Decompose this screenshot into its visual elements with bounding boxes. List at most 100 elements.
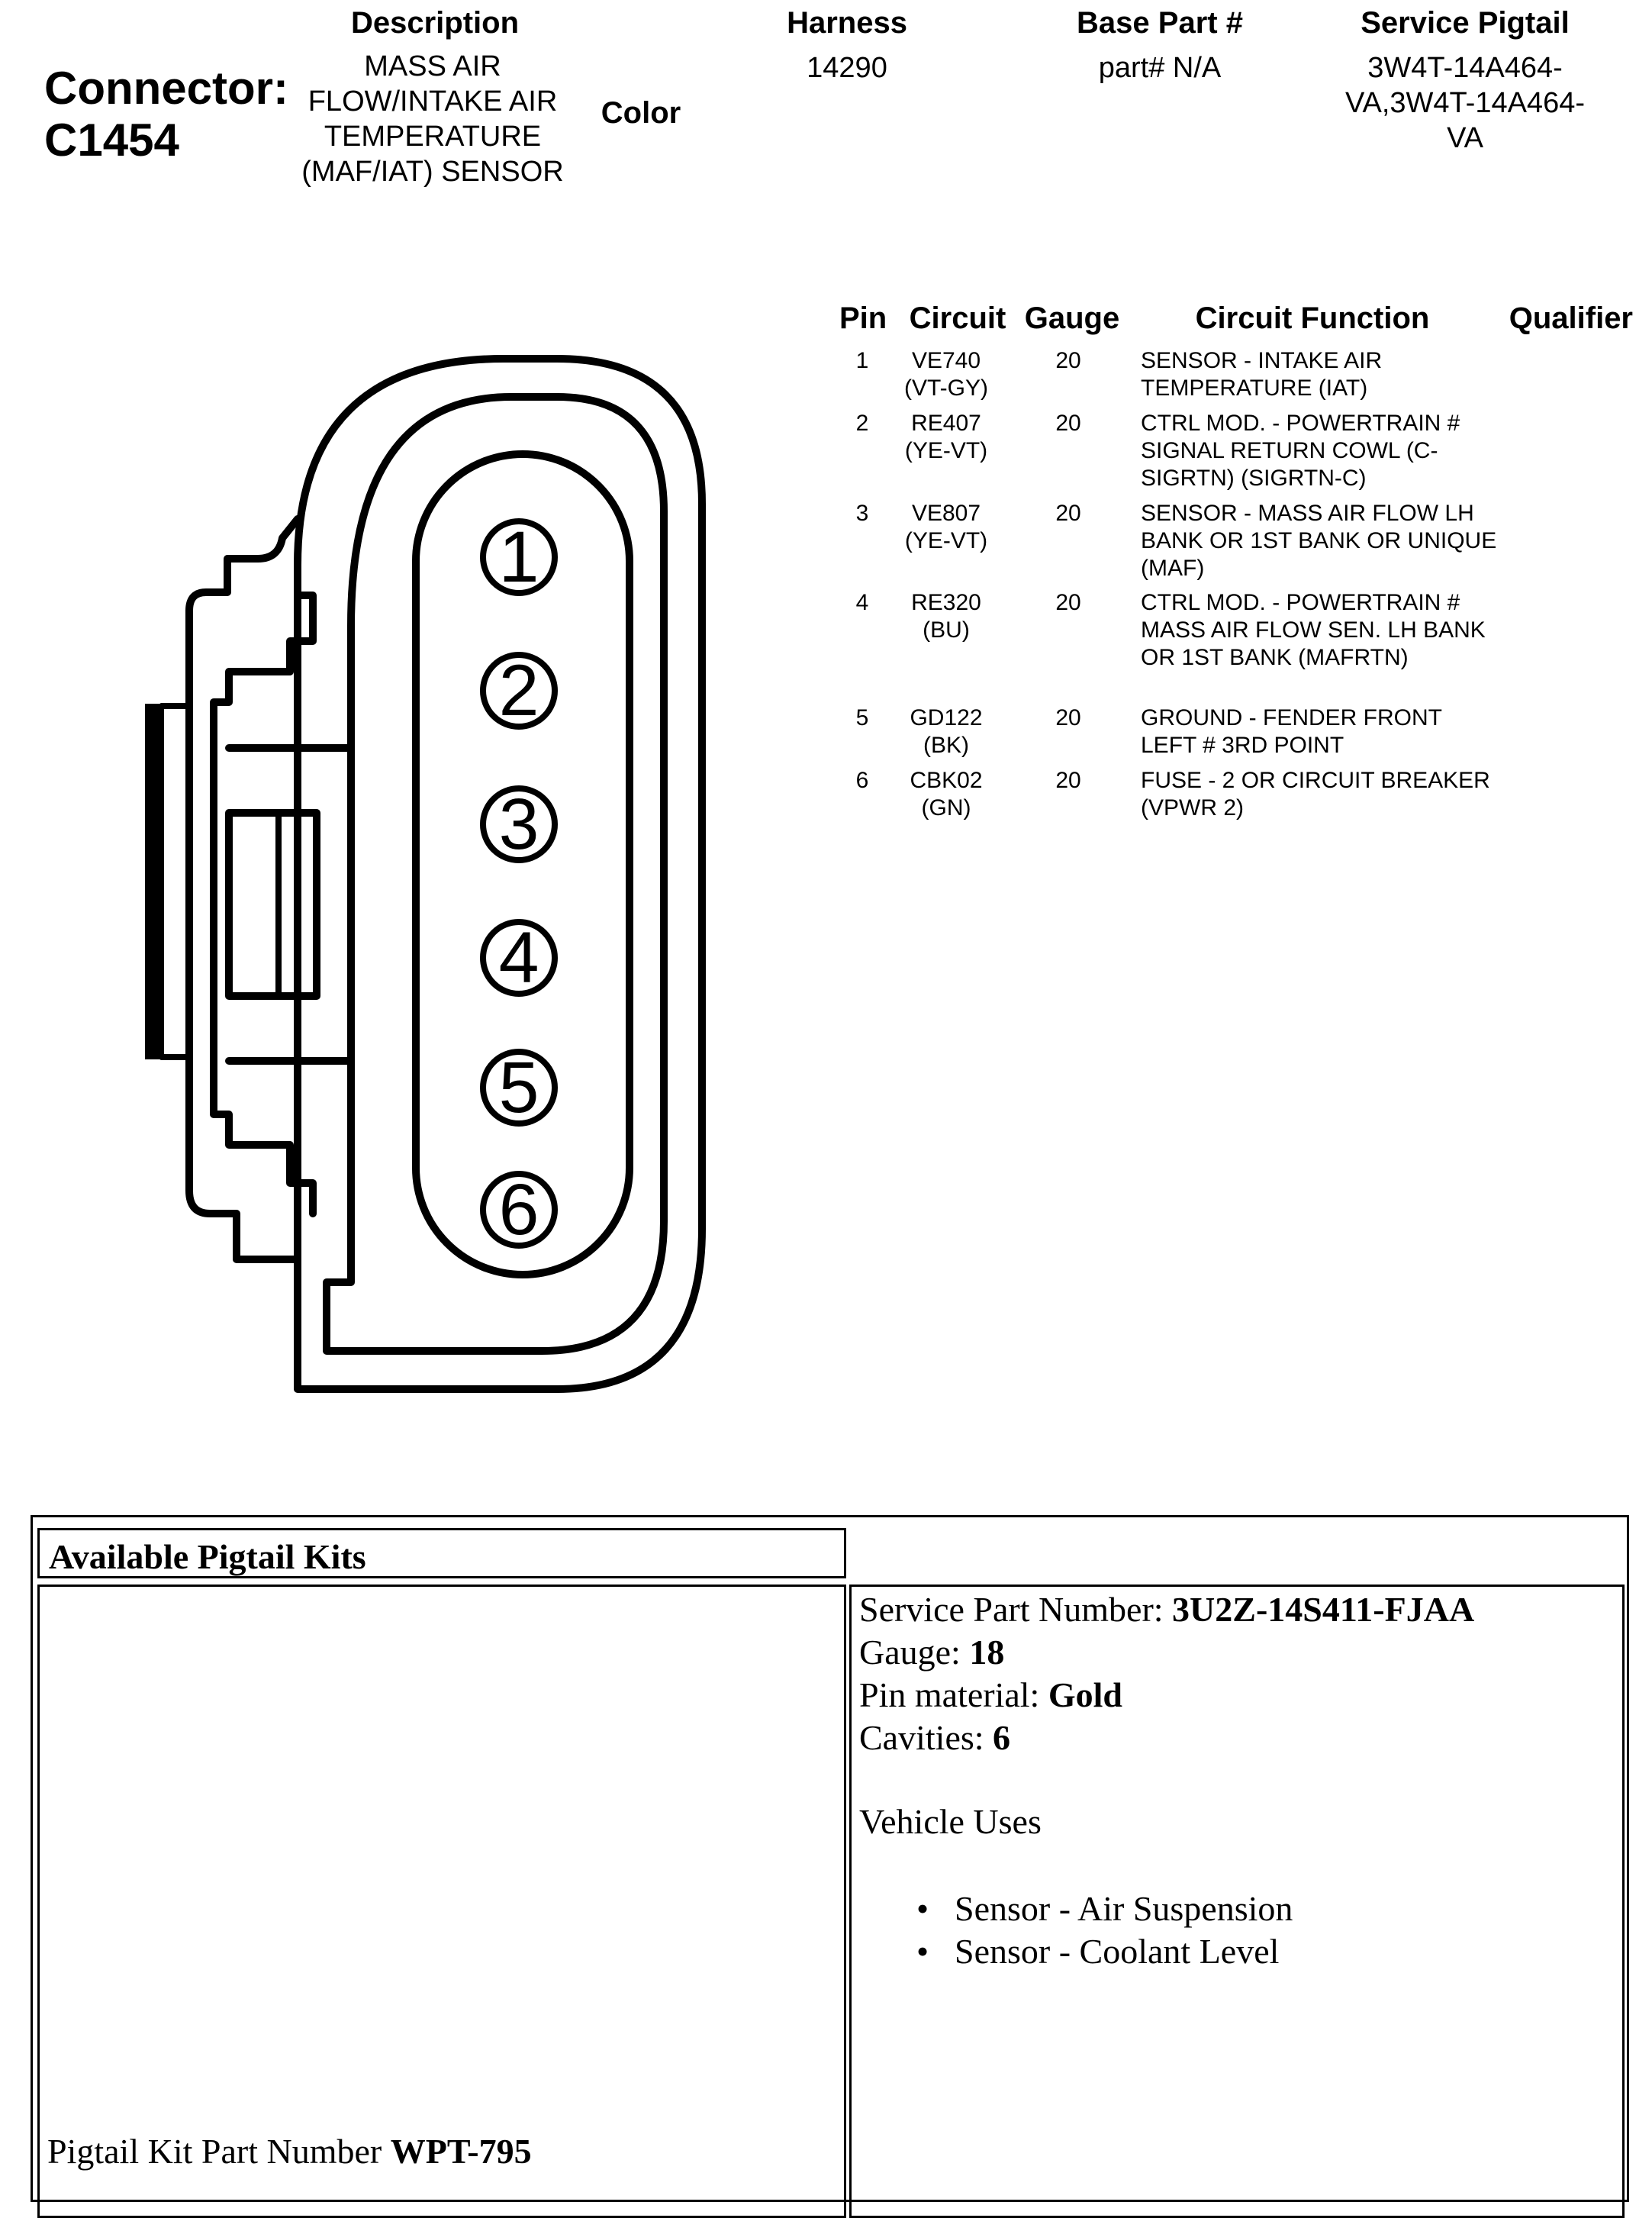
pin-number: 2 [855, 411, 869, 436]
color-heading: Color [601, 96, 681, 130]
latch-window [225, 809, 320, 1000]
col-header-gauge: Gauge [1024, 301, 1120, 335]
pin-4-label: 4 [499, 917, 539, 998]
circuit-cell: RE407(YE-VT) [885, 410, 1007, 465]
circuit-cell: RE320(BU) [885, 589, 1007, 644]
table-row: 3 VE807(YE-VT) 20 SENSOR - MASS AIR FLOW… [839, 500, 1648, 584]
pin-1-label: 1 [499, 517, 539, 598]
circuit-id: GD122 [910, 705, 983, 730]
description-value: MASS AIR FLOW/INTAKE AIR TEMPERATURE (MA… [301, 50, 564, 188]
pin-number: 1 [855, 348, 869, 373]
pigtail-kits-section: Available Pigtail Kits Pigtail Kit Part … [31, 1515, 1629, 2218]
wire-color: (VT-GY) [904, 376, 988, 401]
service-pigtail-value: 3W4T-14A464-VA,3W4T-14A464-VA [1344, 52, 1585, 154]
pin-table: Pin Circuit Gauge Circuit Function Quali… [839, 301, 1648, 836]
circuit-function: FUSE - 2 OR CIRCUIT BREAKER (VPWR 2) [1141, 768, 1490, 820]
list-item: Sensor - Air Suspension [859, 1888, 1474, 1930]
pin-3-marker: 3 [480, 784, 558, 865]
gauge-value: 20 [1055, 768, 1081, 793]
harness-value: 14290 [807, 52, 887, 84]
service-part-number: Service Part Number: 3U2Z-14S411-FJAA [859, 1590, 1475, 1629]
kit-cavities-value: 6 [993, 1718, 1011, 1757]
kit-part-value: WPT-795 [390, 2132, 532, 2171]
pin-5-label: 5 [499, 1047, 539, 1128]
housing-inner-outline [323, 393, 668, 1355]
table-row: 1 VE740 (VT-GY) 20 SENSOR - INTAKE AIR TE… [839, 347, 1648, 408]
pigtail-kit-part-number: Pigtail Kit Part Number WPT-795 [47, 2130, 532, 2173]
connector-label: Connector: [44, 63, 288, 114]
table-row: 5 GD122 (BK) 20 GROUND - FENDER FRONT LEF… [839, 704, 1648, 762]
pigtail-kits-title: Available Pigtail Kits [49, 1537, 366, 1576]
circuit-function: SENSOR - INTAKE AIR TEMPERATURE (IAT) [1141, 348, 1383, 401]
connector-id: C1454 [44, 114, 179, 166]
latch-slot [225, 744, 355, 1065]
latch-outline [185, 515, 301, 1263]
circuit-cell: VE740 (VT-GY) [885, 347, 1007, 402]
pin-number: 5 [855, 705, 869, 730]
vehicle-uses-list: Sensor - Air Suspension Sensor - Coolant… [859, 1888, 1474, 1973]
wire-color: (YE-VT) [904, 528, 988, 553]
circuit-id: VE807 [911, 501, 981, 526]
pin-number: 3 [855, 501, 869, 526]
connector-title: Connector: C1454 [44, 63, 288, 166]
circuit-function: CTRL MOD. - POWERTRAIN # SIGNAL RETURN C… [1141, 411, 1460, 491]
gauge-value: 20 [1055, 590, 1081, 615]
pin-6-label: 6 [499, 1169, 539, 1250]
connector-document: { "header": { "connector_label": "Connec… [0, 0, 1652, 2168]
service-pigtail-heading: Service Pigtail [1361, 6, 1570, 40]
gauge-value: 20 [1055, 411, 1081, 436]
connector-face-diagram: 1 2 3 4 5 6 [145, 355, 706, 1393]
circuit-function: SENSOR - MASS AIR FLOW LH BANK OR 1ST BA… [1141, 501, 1497, 581]
lock-tab [145, 704, 164, 1059]
circuit-cell: GD122 (BK) [885, 704, 1007, 759]
pin-1-marker: 1 [480, 517, 558, 598]
pigtail-kit-image-cell: Pigtail Kit Part Number WPT-795 [37, 1585, 846, 2218]
kit-gauge: Gauge: 18 [859, 1633, 1005, 1672]
circuit-id: CBK02 [910, 768, 983, 793]
kit-pin-material-value: Gold [1048, 1675, 1122, 1714]
pin-6-marker: 6 [480, 1169, 558, 1250]
pin-4-marker: 4 [480, 917, 558, 998]
circuit-function: CTRL MOD. - POWERTRAIN # MASS AIR FLOW S… [1141, 590, 1486, 670]
gauge-value: 20 [1055, 705, 1081, 730]
pigtail-kits-title-cell: Available Pigtail Kits [37, 1528, 846, 1578]
circuit-cell: VE807(YE-VT) [885, 500, 1007, 555]
col-header-function: Circuit Function [1195, 301, 1430, 335]
pin-2-label: 2 [499, 650, 539, 731]
wire-color: (YE-VT) [904, 438, 988, 463]
gauge-value: 20 [1055, 348, 1081, 373]
harness-heading: Harness [787, 6, 907, 40]
pin-3-label: 3 [499, 784, 539, 865]
gauge-value: 20 [1055, 501, 1081, 526]
wire-color: (BU) [923, 617, 970, 643]
circuit-function: GROUND - FENDER FRONT LEFT # 3RD POINT [1141, 705, 1442, 758]
kit-part-label: Pigtail Kit Part Number [47, 2132, 391, 2171]
pin-cavity-outline [412, 450, 633, 1278]
service-part-value: 3U2Z-14S411-FJAA [1172, 1590, 1475, 1629]
kit-pin-material: Pin material: Gold [859, 1675, 1122, 1714]
base-part-heading: Base Part # [1077, 6, 1243, 40]
circuit-id: RE320 [911, 590, 981, 615]
col-header-pin: Pin [839, 301, 887, 335]
pin-2-marker: 2 [480, 650, 558, 731]
wire-color: (GN) [921, 795, 971, 820]
table-row: 6 CBK02(GN) 20 FUSE - 2 OR CIRCUIT BREAK… [839, 767, 1648, 825]
base-part-value: part# N/A [1098, 52, 1222, 84]
circuit-id: RE407 [911, 411, 981, 436]
circuit-id: VE740 [911, 348, 981, 373]
kit-gauge-value: 18 [969, 1633, 1005, 1672]
col-header-qualifier: Qualifier [1509, 301, 1633, 335]
housing-outer-outline [294, 355, 706, 1393]
col-header-circuit: Circuit [909, 301, 1006, 335]
list-item: Sensor - Coolant Level [859, 1930, 1474, 1973]
pin-5-marker: 5 [480, 1047, 558, 1128]
table-row: 2 RE407(YE-VT) 20 CTRL MOD. - POWERTRAIN… [839, 410, 1648, 494]
description-heading: Description [350, 6, 520, 40]
vehicle-uses-heading: Vehicle Uses [859, 1802, 1042, 1841]
latch-inner-steps [210, 592, 317, 1217]
pin-number: 6 [855, 768, 869, 793]
circuit-cell: CBK02(GN) [885, 767, 1007, 822]
kit-cavities: Cavities: 6 [859, 1718, 1011, 1757]
table-row: 4 RE320(BU) 20 CTRL MOD. - POWERTRAIN # … [839, 589, 1648, 700]
wire-color: (BK) [923, 733, 969, 758]
